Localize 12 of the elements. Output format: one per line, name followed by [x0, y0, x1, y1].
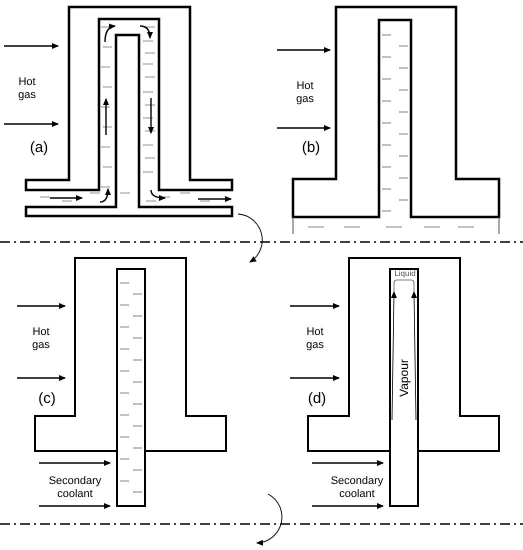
- hot-gas-label: Hot gas: [31, 326, 51, 352]
- secondary-coolant-label: Secondary coolant: [48, 475, 102, 501]
- panel-label: (b): [300, 139, 322, 157]
- panel-label: (d): [306, 390, 328, 408]
- hot-gas-label: Hot gas: [305, 326, 325, 352]
- panel-label: (a): [28, 139, 50, 157]
- liquid-label: Liquid: [393, 269, 417, 278]
- secondary-coolant-label: Secondary coolant: [330, 475, 384, 501]
- hot-gas-label: Hot gas: [295, 80, 315, 106]
- hot-gas-label: Hot gas: [17, 76, 37, 102]
- vapour-label: Vapour: [397, 358, 411, 399]
- panel-label: (c): [37, 390, 57, 408]
